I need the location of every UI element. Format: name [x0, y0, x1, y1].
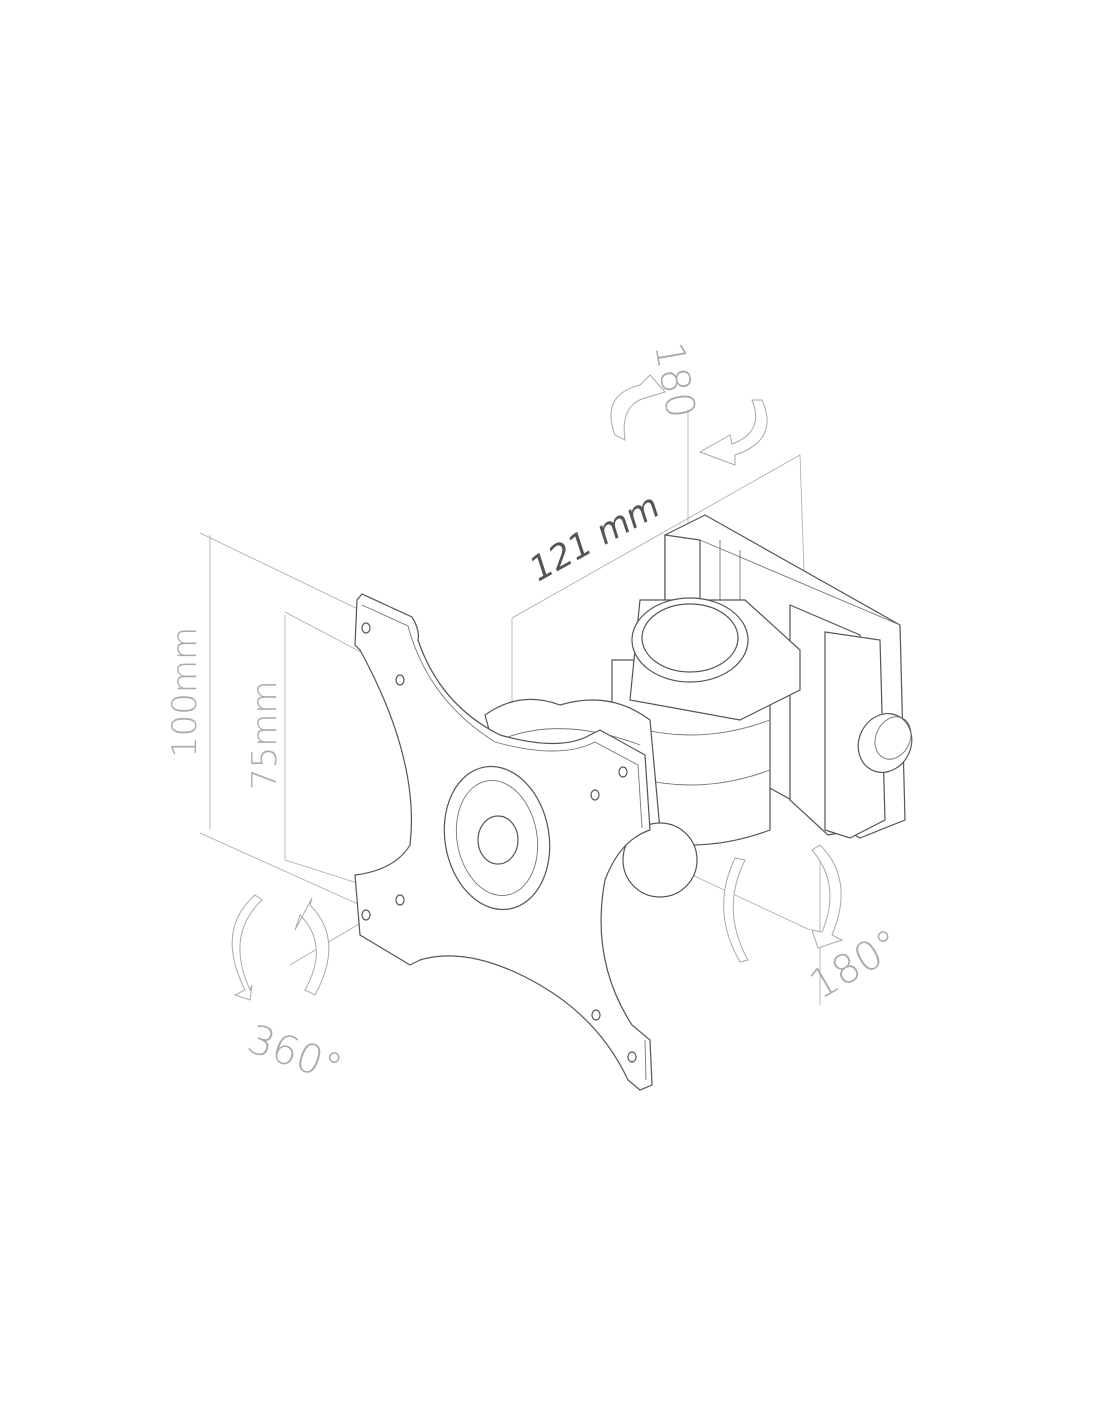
vesa-small-label: 75mm	[245, 680, 285, 790]
tilt-arrow-icon	[811, 844, 844, 949]
swivel-angle-label: 180	[645, 339, 704, 422]
swivel-arrow-icon	[698, 399, 768, 466]
mounting-holes	[361, 622, 637, 1063]
rotate-arrow-icon	[294, 897, 330, 996]
vesa-plate	[354, 593, 653, 1091]
rotate-arrow-icon	[231, 894, 263, 1001]
tilt-joint	[622, 822, 698, 898]
swivel-arrow-icon	[610, 374, 666, 441]
arm-length-label: 121 mm	[523, 486, 667, 590]
tilt-arrow-icon	[723, 857, 749, 963]
vesa-large-label: 100mm	[165, 627, 205, 758]
rotation-arrows	[231, 374, 844, 1001]
rotate-angle-label: 360°	[242, 1016, 348, 1092]
knob-icon	[857, 713, 913, 773]
